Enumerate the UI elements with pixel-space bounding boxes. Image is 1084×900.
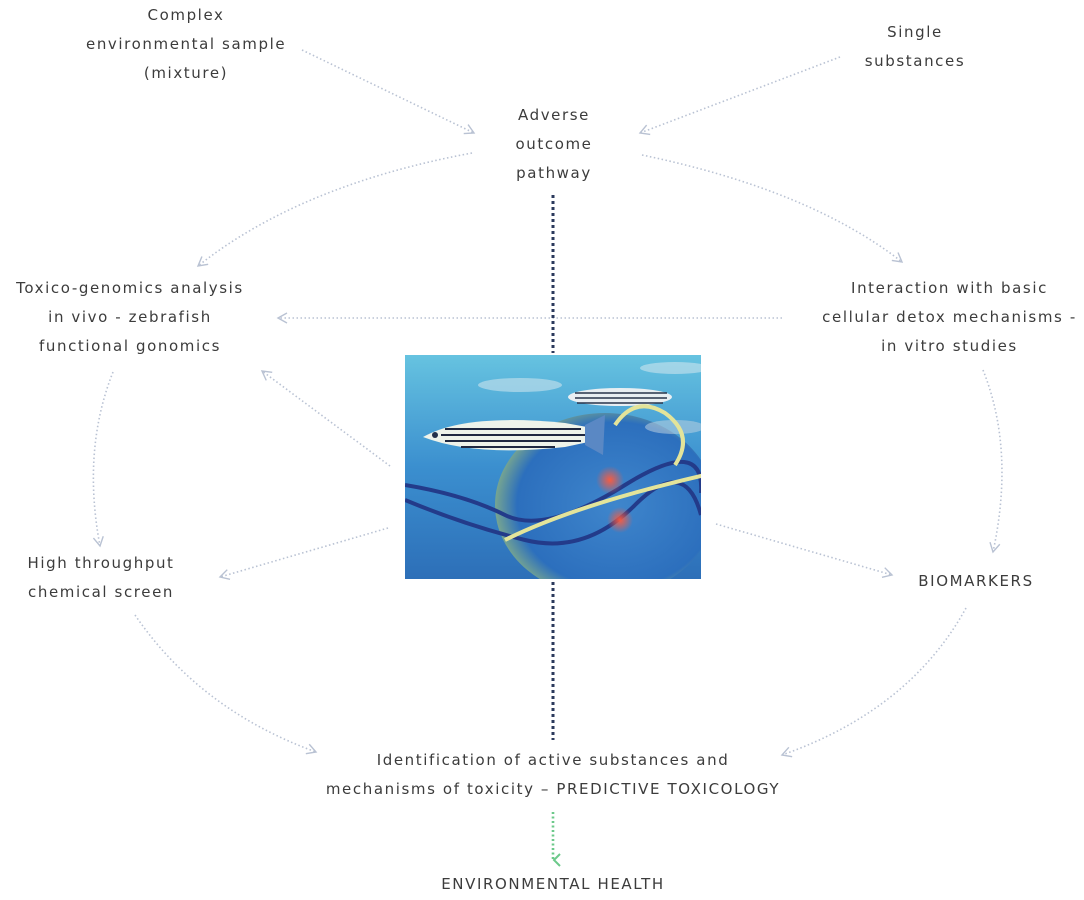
bg-fish (478, 362, 701, 434)
arrow-complex-to-aop (301, 49, 476, 135)
arrow-image-to-toxicogenomics (260, 370, 391, 467)
node-adverse-outcome-pathway: Adverse outcome pathway (494, 101, 614, 188)
node-line: High throughput (27, 554, 175, 572)
arrow-biomarkers-to-identification (780, 607, 967, 758)
arrow-toxicogenomics-to-hts (92, 371, 114, 548)
node-line: Adverse (517, 106, 591, 124)
node-line: cellular detox mechanisms - (822, 308, 1077, 326)
arrow-image-to-biomarkers (715, 523, 894, 578)
arrow-image-to-hts (218, 527, 389, 580)
node-environmental-health: ENVIRONMENTAL HEALTH (403, 870, 703, 899)
dna-strands (405, 404, 701, 546)
node-line: BIOMARKERS (918, 572, 1034, 590)
node-line: pathway (516, 164, 592, 182)
arrow-detox-to-biomarkers (982, 369, 1003, 554)
arrow-aop-to-toxicogenomics (196, 152, 473, 267)
node-line: Toxico-genomics analysis (16, 279, 244, 297)
node-line: Single (887, 23, 943, 41)
node-line: Identification of active substances and (376, 751, 730, 769)
node-line: functional gonomics (38, 337, 222, 355)
arrow-hts-to-identification (134, 614, 318, 755)
node-line: mechanisms of toxicity – PREDICTIVE TOXI… (325, 780, 781, 798)
node-line: Complex (147, 6, 225, 24)
mid-fish (568, 388, 672, 406)
node-line: environmental sample (86, 35, 287, 53)
zebrafish-dna-illustration (405, 355, 701, 579)
node-detox-mechanisms: Interaction with basic cellular detox me… (822, 274, 1077, 361)
node-line: ENVIRONMENTAL HEALTH (441, 875, 665, 893)
node-line: substances (864, 52, 966, 70)
node-high-throughput-screen: High throughput chemical screen (16, 549, 186, 607)
node-line: Interaction with basic (851, 279, 1048, 297)
arrow-single-to-aop (638, 56, 841, 136)
node-line: chemical screen (28, 583, 174, 601)
node-biomarkers: BIOMARKERS (896, 567, 1056, 596)
node-line: (mixture) (143, 64, 229, 82)
main-fish (423, 415, 605, 455)
node-line: outcome (515, 135, 593, 153)
node-identification: Identification of active substances and … (303, 746, 803, 804)
node-line: in vitro studies (881, 337, 1018, 355)
node-single-substances: Single substances (845, 18, 985, 76)
node-line: in vivo - zebrafish (48, 308, 212, 326)
node-complex-sample: Complex environmental sample (mixture) (86, 1, 286, 88)
arrow-aop-to-detox (641, 154, 904, 263)
node-toxicogenomics: Toxico-genomics analysis in vivo - zebra… (10, 274, 250, 361)
